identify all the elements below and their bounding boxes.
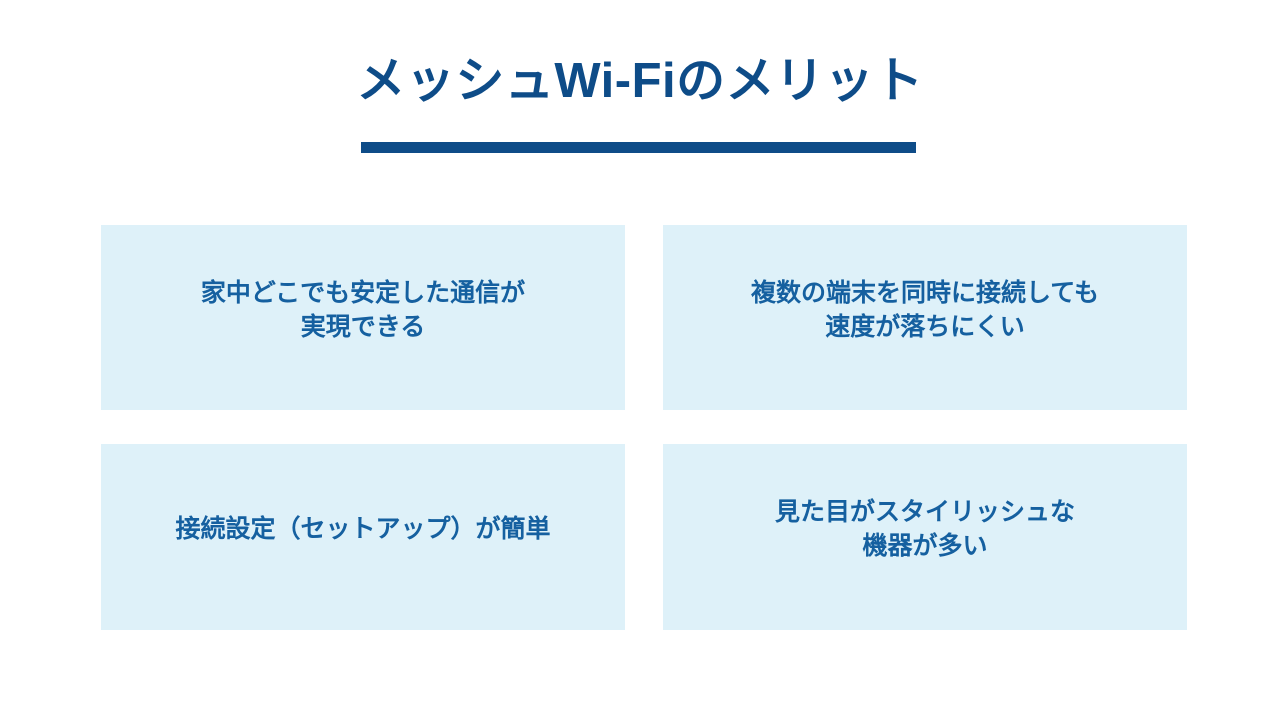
benefit-card: 複数の端末を同時に接続しても 速度が落ちにくい [663, 225, 1187, 410]
benefit-card: 見た目がスタイリッシュな 機器が多い [663, 444, 1187, 630]
benefit-card: 接続設定（セットアップ）が簡単 [101, 444, 625, 630]
benefit-card-grid: 家中どこでも安定した通信が 実現できる 複数の端末を同時に接続しても 速度が落ち… [101, 225, 1187, 630]
title-underline-rule [361, 142, 916, 153]
benefit-card-label: 接続設定（セットアップ）が簡単 [175, 515, 551, 543]
page-title: メッシュWi-Fiのメリット [356, 54, 924, 108]
benefit-card-label: 複数の端末を同時に接続しても 速度が落ちにくい [750, 278, 1099, 341]
benefit-card: 家中どこでも安定した通信が 実現できる [101, 225, 625, 410]
benefit-card-label: 家中どこでも安定した通信が 実現できる [200, 278, 526, 341]
title-block: メッシュWi-Fiのメリット [0, 50, 1280, 112]
benefit-card-label: 見た目がスタイリッシュな 機器が多い [774, 498, 1075, 560]
